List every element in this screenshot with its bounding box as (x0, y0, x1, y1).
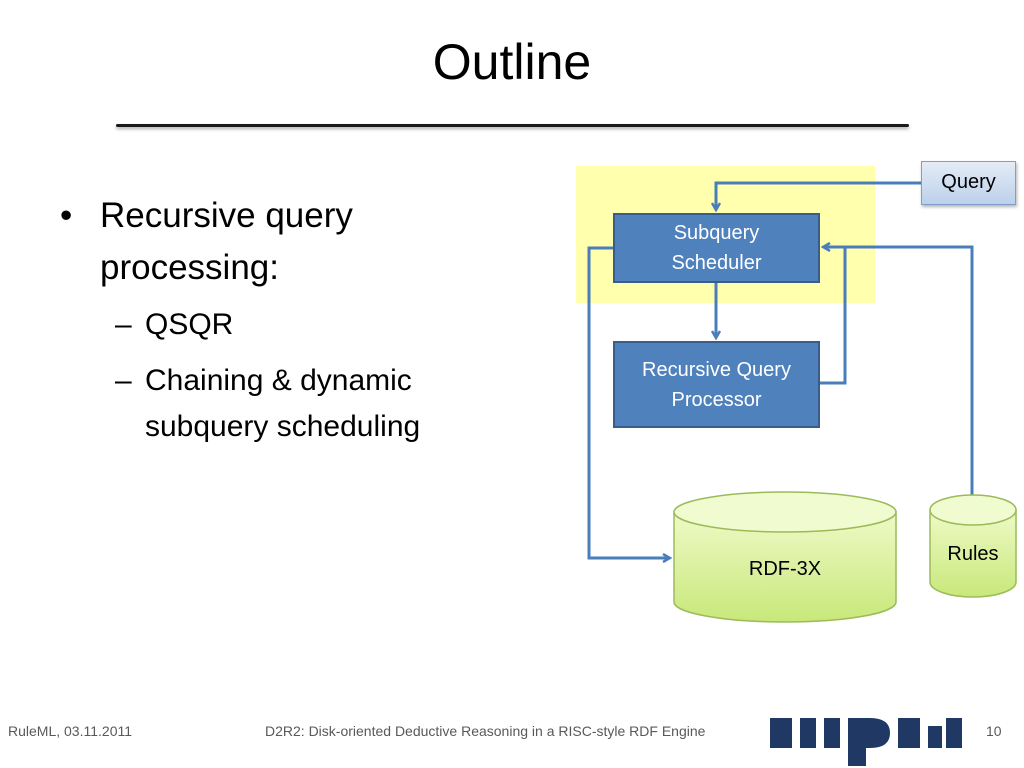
slide-title: Outline (432, 34, 592, 90)
dash-icon: – (115, 308, 132, 341)
arrow-query-to-scheduler (716, 181, 921, 210)
query-box: Query (921, 161, 1016, 205)
rules-label: Rules (947, 543, 999, 565)
arrow-scheduler-to-db (587, 246, 670, 558)
processor-label-line: Processor (671, 388, 762, 411)
bullet-item: • Recursive query processing: (58, 190, 528, 294)
mpii-logo (770, 718, 962, 766)
arrow-rules-to-scheduler (845, 245, 974, 497)
rdf-3x-label: RDF-3X (748, 558, 822, 580)
arrow-processor-to-scheduler (820, 247, 847, 385)
dash-icon: – (115, 364, 132, 397)
title-underline (116, 124, 909, 127)
rdf-3x-cylinder (673, 491, 897, 623)
recursive-query-processor-box: Recursive Query Processor (613, 341, 820, 428)
rules-cylinder (929, 494, 1017, 598)
scheduler-label-line: Scheduler (671, 252, 762, 274)
processor-label-line: Recursive Query (642, 358, 791, 381)
bullet-text: Recursive query processing: (100, 196, 353, 287)
scheduler-label-line: Subquery (673, 222, 760, 244)
sub-bullet-text: QSQR (145, 308, 234, 341)
subquery-scheduler-box: Subquery Scheduler (613, 213, 820, 283)
bullet-dot-icon: • (60, 196, 73, 235)
footer-left: RuleML, 03.11.2011 (8, 723, 133, 739)
sub-bullet-item: – Chaining & dynamic subquery scheduling (58, 358, 528, 450)
sub-bullet-item: – QSQR (58, 302, 528, 348)
sub-bullet-text: Chaining & dynamic subquery scheduling (145, 364, 421, 443)
page-number: 10 (986, 723, 1002, 739)
bullet-list: • Recursive query processing: – QSQR – C… (58, 190, 528, 450)
footer-title: D2R2: Disk-oriented Deductive Reasoning … (265, 723, 706, 739)
